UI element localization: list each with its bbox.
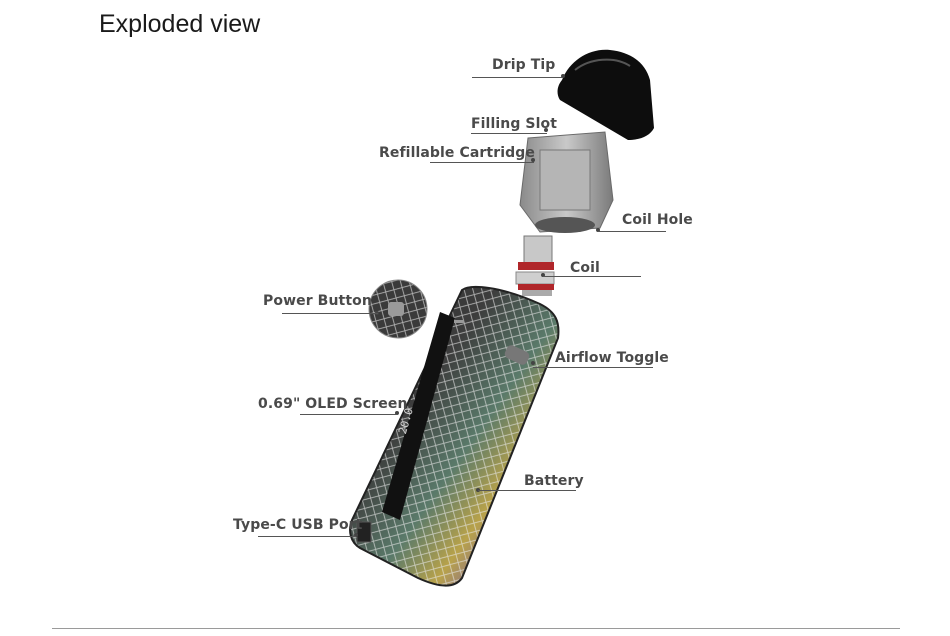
leader-refillable-cartridge bbox=[430, 162, 534, 163]
leader-oled-screen bbox=[300, 414, 397, 415]
leader-power-button bbox=[282, 313, 378, 314]
power-button-closeup bbox=[369, 280, 427, 338]
leader-airflow-toggle bbox=[533, 367, 653, 368]
label-power-button: Power Button bbox=[263, 293, 372, 309]
label-filling-slot: Filling Slot bbox=[471, 116, 557, 132]
leader-drip-tip bbox=[472, 77, 563, 78]
drip-tip-part bbox=[558, 50, 654, 140]
label-drip-tip: Drip Tip bbox=[492, 57, 555, 73]
label-refillable-cartridge: Refillable Cartridge bbox=[379, 145, 535, 161]
leader-filling-slot bbox=[471, 133, 547, 134]
leader-coil bbox=[543, 276, 641, 277]
label-battery: Battery bbox=[524, 473, 584, 489]
label-airflow-toggle: Airflow Toggle bbox=[555, 350, 669, 366]
bottom-divider bbox=[52, 628, 900, 629]
leader-usb-port bbox=[258, 536, 356, 537]
leader-battery bbox=[478, 490, 576, 491]
coil-part bbox=[516, 236, 554, 296]
label-oled-screen: 0.69" OLED Screen bbox=[258, 396, 408, 412]
label-usb-port: Type-C USB Port bbox=[233, 517, 362, 533]
label-coil: Coil bbox=[570, 260, 600, 276]
leader-coil-hole bbox=[598, 231, 666, 232]
label-coil-hole: Coil Hole bbox=[622, 212, 693, 228]
